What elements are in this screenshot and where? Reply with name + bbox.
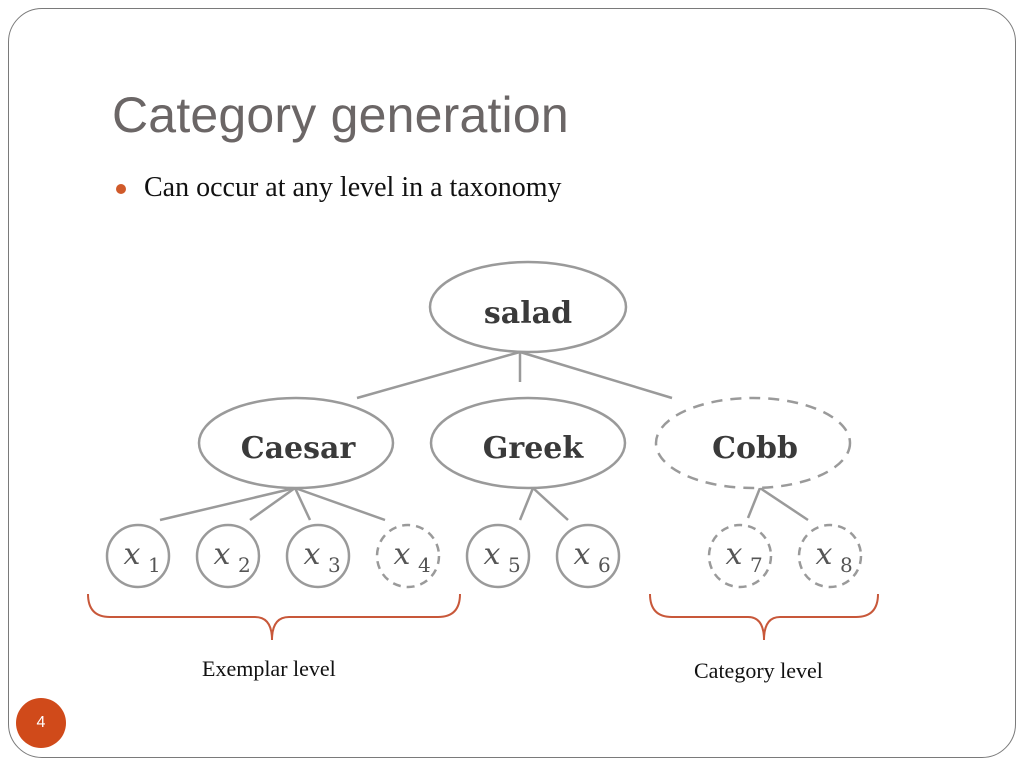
edge-greek-x6 [532, 487, 569, 521]
node-cobb: Cobb [654, 396, 852, 490]
node-greek: Greek [429, 396, 627, 490]
exemplar-sub-7: 7 [750, 553, 763, 577]
exemplar-circle-1 [105, 523, 171, 589]
exemplar-sub-5: 5 [508, 553, 521, 577]
exemplar-var-5: x [484, 537, 501, 572]
edge-greek-x5 [518, 487, 535, 521]
bullet-text: Can occur at any level in a taxonomy [144, 172, 562, 203]
category-level-label: Category level [694, 658, 823, 683]
page-number-badge: 4 [16, 698, 66, 748]
bullet-dot-icon [116, 184, 126, 194]
slide-title: Category generation [112, 87, 569, 143]
edge-cobb-x8 [759, 486, 809, 522]
exemplar-circle-2 [195, 523, 261, 589]
exemplar-sub-6: 6 [598, 553, 611, 577]
node-greek-label: Greek [483, 431, 585, 466]
exemplar-circle-5 [465, 523, 531, 589]
node-caesar-label: Caesar [241, 431, 357, 466]
node-cobb-label: Cobb [712, 431, 798, 466]
bullet-item: Can occur at any level in a taxonomy [116, 172, 562, 204]
exemplar-sub-4: 4 [418, 553, 431, 577]
edge-caesar-x3 [293, 487, 312, 521]
edge-caesar-x2 [249, 486, 296, 522]
edge-caesar-x4 [294, 486, 386, 522]
exemplar-var-8: x [816, 537, 833, 572]
edge-cobb-x7 [746, 487, 762, 519]
exemplar-level-label: Exemplar level [202, 656, 336, 681]
edge-salad-cobb [519, 350, 673, 400]
exemplar-var-2: x [214, 537, 231, 572]
exemplar-sub-1: 1 [148, 553, 161, 577]
exemplar-sub-3: 3 [328, 553, 341, 577]
exemplar-var-4: x [394, 537, 411, 572]
edge-salad-caesar [356, 350, 521, 400]
node-salad: salad [428, 260, 628, 354]
slide-frame [8, 8, 1016, 758]
exemplar-circle-8 [797, 523, 863, 589]
tree-edges [159, 350, 809, 522]
exemplar-circle-7 [707, 523, 773, 589]
exemplar-brace [87, 593, 461, 641]
exemplar-var-7: x [726, 537, 743, 572]
edge-caesar-x1 [159, 486, 296, 522]
exemplar-var-1: x [124, 537, 141, 572]
category-brace [649, 593, 879, 641]
exemplar-circle-3 [285, 523, 351, 589]
brace-group [87, 593, 879, 641]
exemplar-var-6: x [574, 537, 591, 572]
exemplar-circle-4 [375, 523, 441, 589]
exemplar-sub-2: 2 [238, 553, 251, 577]
exemplar-sub-8: 8 [840, 553, 853, 577]
node-caesar: Caesar [197, 396, 395, 490]
exemplar-var-3: x [304, 537, 321, 572]
exemplar-circle-6 [555, 523, 621, 589]
node-salad-label: salad [484, 296, 572, 331]
